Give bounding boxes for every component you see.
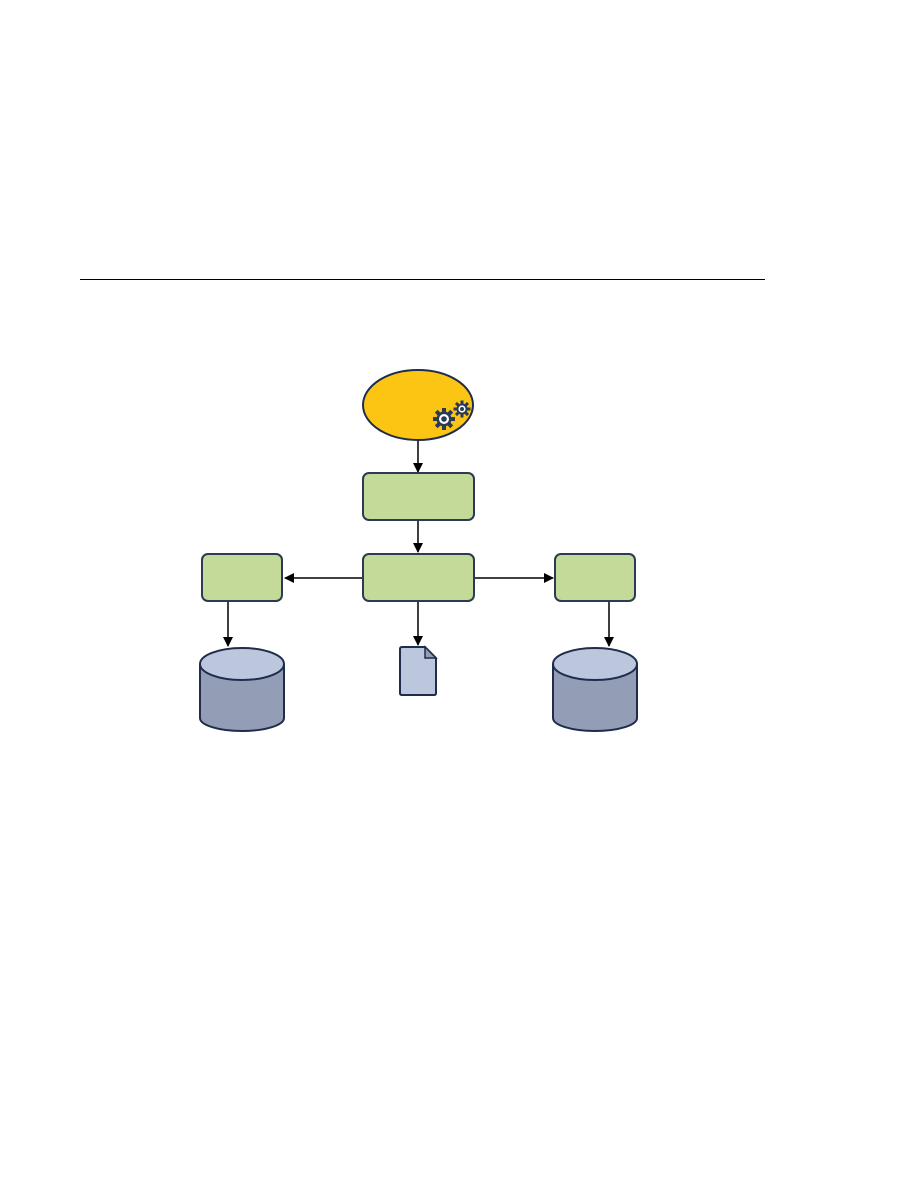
database-icon (199, 647, 285, 732)
box-center (362, 553, 475, 602)
box-left (201, 553, 283, 602)
gears-icon (433, 400, 471, 430)
box-right (554, 553, 636, 602)
process-node (362, 369, 474, 441)
document-icon (399, 645, 438, 696)
database-icon (552, 647, 638, 732)
horizontal-rule (80, 279, 765, 280)
edges (223, 441, 614, 647)
box-top (362, 472, 475, 521)
